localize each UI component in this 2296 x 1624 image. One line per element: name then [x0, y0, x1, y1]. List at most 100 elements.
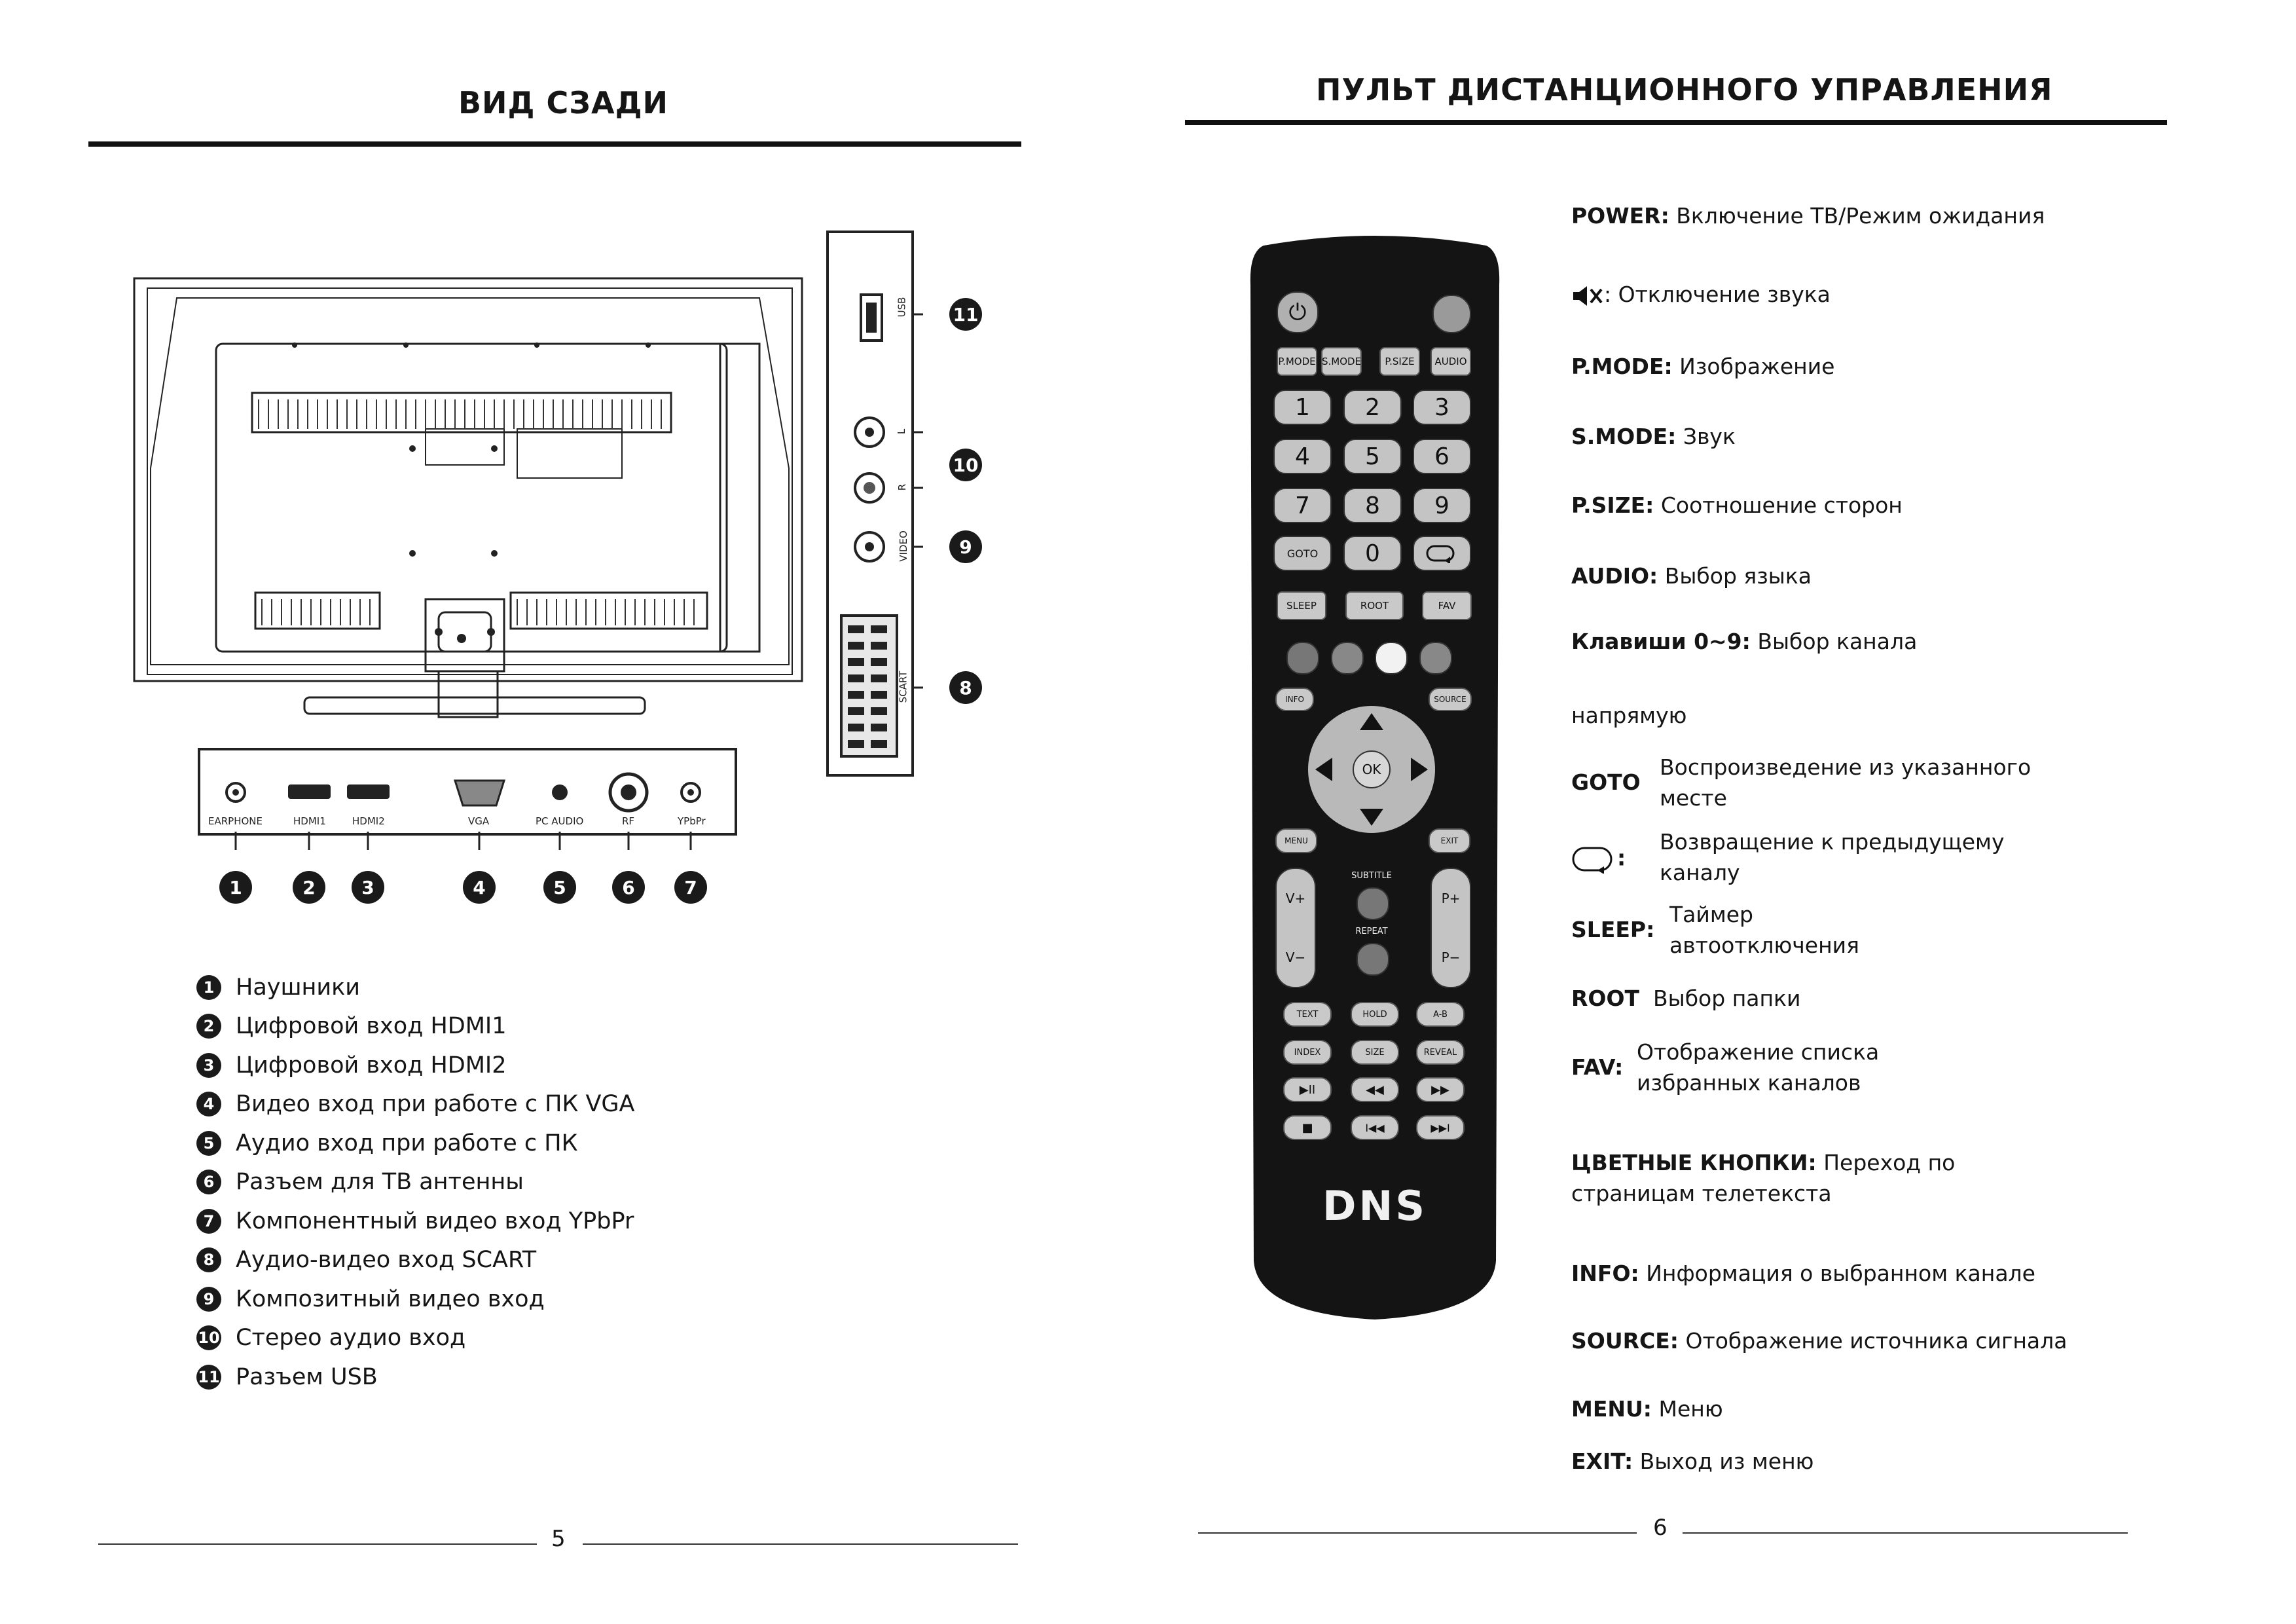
- hdmi2-label: HDMI2: [352, 815, 385, 827]
- desc-menu: MENU: Меню: [1571, 1396, 1723, 1422]
- green-key[interactable]: [1331, 642, 1364, 674]
- ab-button[interactable]: A-B: [1416, 1002, 1465, 1027]
- digit-0-button[interactable]: 0: [1343, 536, 1402, 571]
- next-button[interactable]: ▶▶I: [1416, 1115, 1465, 1140]
- digit-1-button[interactable]: 1: [1273, 390, 1332, 425]
- program-rocker[interactable]: P+P−: [1430, 868, 1471, 988]
- return-icon: [1572, 847, 1613, 874]
- vga-label: VGA: [468, 815, 490, 827]
- digit-8-button[interactable]: 8: [1343, 488, 1402, 523]
- hdmi1-label: HDMI1: [293, 815, 326, 827]
- desc-source: SOURCE: Отображение источника сигнала: [1571, 1328, 2068, 1354]
- smode-button[interactable]: S.MODE: [1321, 347, 1362, 376]
- desc-fav-label: FAV:: [1571, 1054, 1624, 1080]
- menu-button[interactable]: MENU: [1275, 828, 1317, 853]
- down-arrow-icon: [1360, 809, 1383, 826]
- bottom-badge-4: 4: [463, 871, 496, 904]
- return-icon: [1426, 545, 1454, 563]
- up-arrow-icon: [1360, 713, 1383, 730]
- volume-rocker[interactable]: V+V−: [1275, 868, 1316, 988]
- digit-6-button[interactable]: 6: [1413, 439, 1471, 474]
- page-number: 5: [551, 1526, 566, 1552]
- exit-button[interactable]: EXIT: [1429, 828, 1470, 853]
- root-button[interactable]: ROOT: [1345, 591, 1404, 620]
- psize-button[interactable]: P.SIZE: [1379, 347, 1420, 376]
- desc-exit: EXIT: Выход из меню: [1571, 1449, 1814, 1474]
- size-button[interactable]: SIZE: [1351, 1040, 1399, 1065]
- digit-3-button[interactable]: 3: [1413, 390, 1471, 425]
- repeat-button[interactable]: [1357, 943, 1389, 976]
- title-rule: [1185, 120, 2167, 125]
- subtitle-button[interactable]: [1357, 887, 1389, 920]
- side-badge-10: 10: [949, 449, 982, 481]
- desc-mute: : Отключение звука: [1571, 282, 1831, 308]
- usb-label: USB: [896, 297, 908, 318]
- scart-label: SCART: [897, 671, 909, 703]
- desc-smode: S.MODE: Звук: [1571, 424, 1736, 449]
- desc-info: INFO: Информация о выбранном канале: [1571, 1261, 2035, 1286]
- red-key[interactable]: [1286, 642, 1319, 674]
- fav-button[interactable]: FAV: [1422, 591, 1472, 620]
- digit-5-button[interactable]: 5: [1343, 439, 1402, 474]
- reveal-button[interactable]: REVEAL: [1416, 1040, 1465, 1065]
- pmode-button[interactable]: P.MODE: [1277, 347, 1317, 376]
- yellow-key[interactable]: [1375, 642, 1408, 674]
- pc-audio-label: PC AUDIO: [536, 815, 584, 827]
- bottom-badge-5: 5: [543, 871, 576, 904]
- page-number: 6: [1653, 1515, 1667, 1541]
- rf-label: RF: [622, 815, 635, 827]
- right-arrow-icon: [1411, 758, 1428, 781]
- info-button[interactable]: INFO: [1275, 688, 1314, 711]
- desc-root: ROOT Выбор папки: [1571, 986, 1801, 1011]
- blue-key[interactable]: [1419, 642, 1452, 674]
- hold-button[interactable]: HOLD: [1351, 1002, 1399, 1027]
- side-badge-9: 9: [949, 530, 982, 563]
- power-icon[interactable]: ⏻: [1277, 291, 1319, 333]
- left-page: ВИД СЗАДИ: [0, 0, 1126, 1624]
- stop-button[interactable]: ■: [1283, 1115, 1332, 1140]
- audio-button[interactable]: AUDIO: [1430, 347, 1471, 376]
- play-pause-button[interactable]: ▶II: [1283, 1077, 1332, 1102]
- footer-rule-right: [583, 1543, 1018, 1545]
- mute-icon: [1573, 286, 1603, 306]
- brand-logo: DNS: [1322, 1182, 1427, 1230]
- desc-power: POWER: Включение ТВ/Режим ожидания: [1571, 203, 2045, 229]
- goto-button[interactable]: GOTO: [1273, 536, 1332, 571]
- side-panel-drawing: [826, 231, 923, 777]
- digit-9-button[interactable]: 9: [1413, 488, 1471, 523]
- remote-control-drawing: ⏻ P.MODE S.MODE P.SIZE AUDIO 1 2 3 4 5 6…: [1244, 232, 1506, 1333]
- rewind-button[interactable]: ◀◀: [1351, 1077, 1399, 1102]
- side-badge-11: 11: [949, 298, 982, 331]
- ok-button[interactable]: OK: [1362, 762, 1381, 777]
- mute-button[interactable]: [1432, 295, 1471, 333]
- digit-2-button[interactable]: 2: [1343, 390, 1402, 425]
- bottom-badge-7: 7: [674, 871, 707, 904]
- desc-sleep-label: SLEEP:: [1571, 917, 1655, 942]
- right-page: ПУЛЬТ ДИСТАНЦИОННОГО УПРАВЛЕНИЯ POWER: В…: [1126, 0, 2296, 1624]
- digit-4-button[interactable]: 4: [1273, 439, 1332, 474]
- dpad[interactable]: [1306, 704, 1437, 835]
- footer-rule-left: [98, 1543, 537, 1545]
- left-arrow-icon: [1315, 758, 1332, 781]
- subtitle-label: SUBTITLE: [1351, 871, 1392, 881]
- desc-digit-keys: Клавиши 0~9: Выбор канала: [1571, 629, 1918, 654]
- source-button[interactable]: SOURCE: [1429, 688, 1472, 711]
- digit-7-button[interactable]: 7: [1273, 488, 1332, 523]
- desc-audio: AUDIO: Выбор языка: [1571, 563, 1812, 589]
- sleep-button[interactable]: SLEEP: [1277, 591, 1326, 620]
- return-button[interactable]: [1413, 536, 1471, 571]
- bottom-badge-2: 2: [293, 871, 325, 904]
- text-button[interactable]: TEXT: [1283, 1002, 1332, 1027]
- index-button[interactable]: INDEX: [1283, 1040, 1332, 1065]
- side-badge-8: 8: [949, 671, 982, 704]
- fast-forward-button[interactable]: ▶▶: [1416, 1077, 1465, 1102]
- previous-button[interactable]: I◀◀: [1351, 1115, 1399, 1140]
- page-title: ВИД СЗАДИ: [458, 85, 669, 120]
